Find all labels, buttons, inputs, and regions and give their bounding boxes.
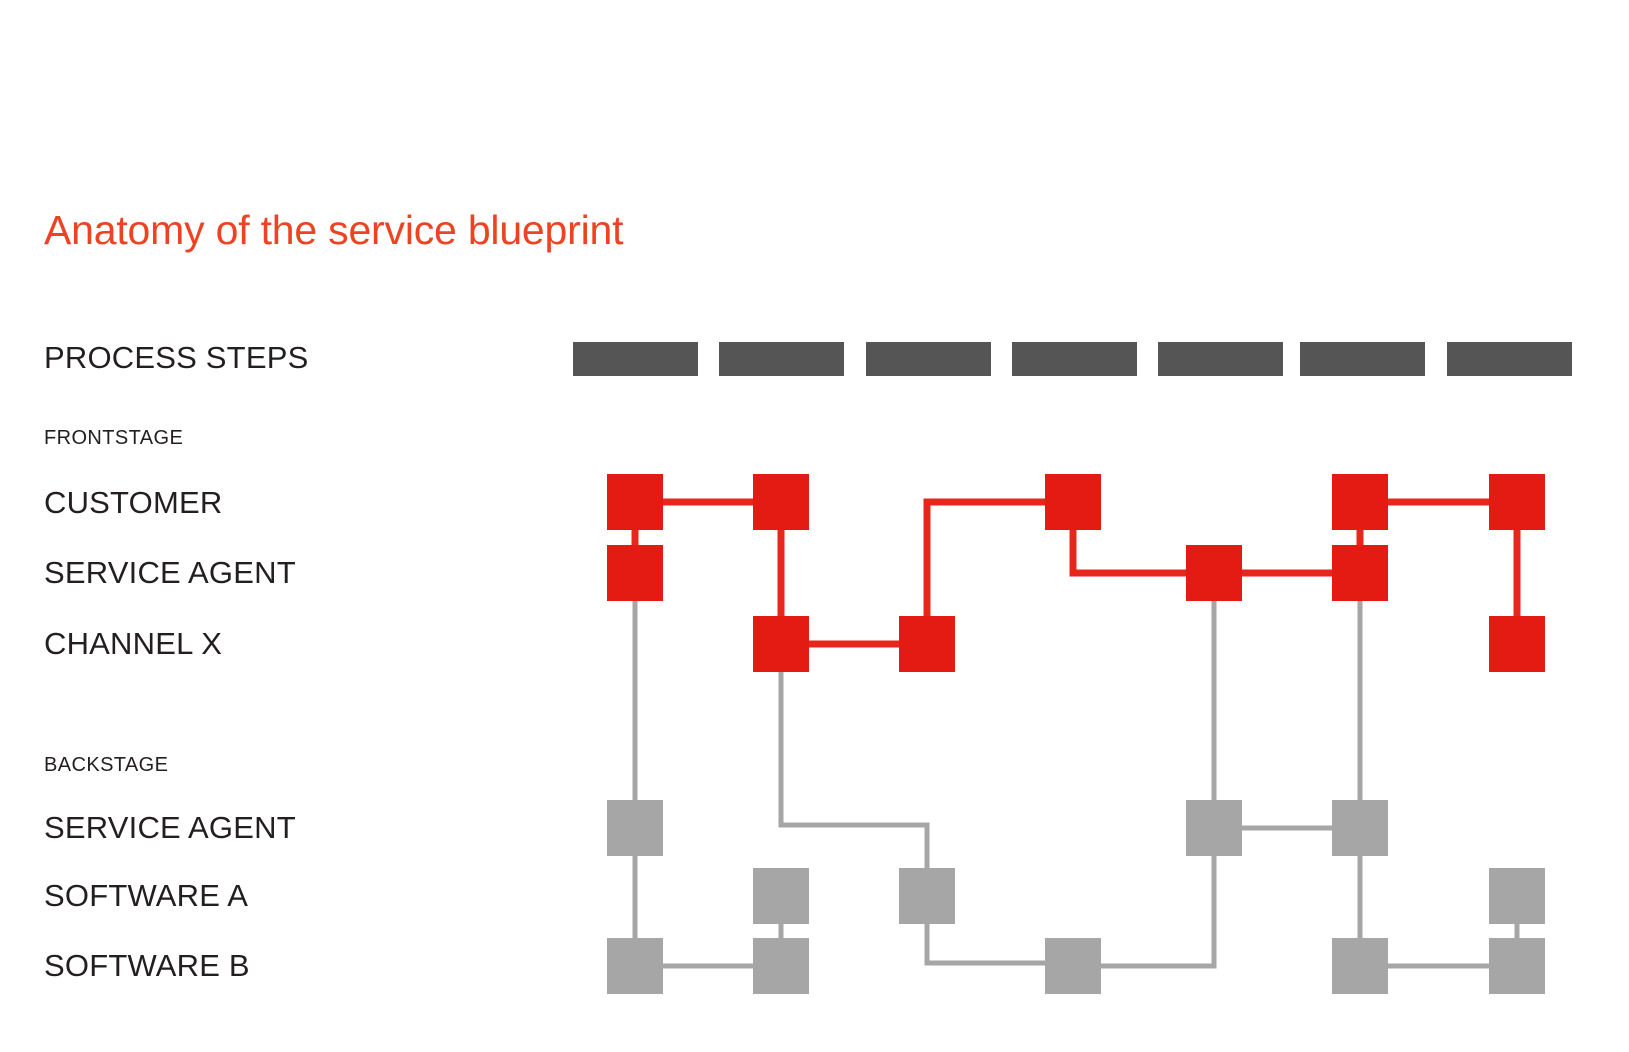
process-step-bar-6[interactable] bbox=[1300, 342, 1425, 376]
zone-label-frontstage: FRONTSTAGE bbox=[44, 427, 184, 449]
row-label-process-steps: PROCESS STEPS bbox=[44, 340, 309, 375]
process-step-bar-1[interactable] bbox=[573, 342, 698, 376]
backstage-node-b11[interactable] bbox=[1489, 938, 1545, 994]
zone-label-backstage: BACKSTAGE bbox=[44, 754, 169, 776]
backstage-node-b5[interactable] bbox=[899, 868, 955, 924]
backstage-node-b2[interactable] bbox=[607, 938, 663, 994]
backstage-node-group bbox=[607, 800, 1545, 994]
backstage-node-b1[interactable] bbox=[607, 800, 663, 856]
row-label-software-b: SOFTWARE B bbox=[44, 948, 250, 983]
frontstage-node-f2[interactable] bbox=[607, 545, 663, 601]
frontstage-node-group bbox=[607, 474, 1545, 672]
backstage-node-b6[interactable] bbox=[1045, 938, 1101, 994]
frontstage-node-f6[interactable] bbox=[1045, 474, 1101, 530]
frontstage-node-f11[interactable] bbox=[1489, 616, 1545, 672]
process-step-bar-7[interactable] bbox=[1447, 342, 1572, 376]
link-b6-b7 bbox=[1073, 828, 1217, 969]
frontstage-node-f4[interactable] bbox=[753, 616, 809, 672]
row-label-channel-x: CHANNEL X bbox=[44, 626, 223, 661]
frontstage-node-f1[interactable] bbox=[607, 474, 663, 530]
frontstage-node-f9[interactable] bbox=[1332, 545, 1388, 601]
backstage-node-b8[interactable] bbox=[1332, 800, 1388, 856]
frontstage-node-f5[interactable] bbox=[899, 616, 955, 672]
process-step-bar-group bbox=[573, 342, 1572, 376]
process-step-bar-2[interactable] bbox=[719, 342, 844, 376]
frontstage-node-f7[interactable] bbox=[1186, 545, 1242, 601]
frontstage-node-f10[interactable] bbox=[1489, 474, 1545, 530]
backstage-node-b10[interactable] bbox=[1489, 868, 1545, 924]
page-title: Anatomy of the service blueprint bbox=[44, 207, 624, 253]
frontstage-node-f8[interactable] bbox=[1332, 474, 1388, 530]
row-label-software-a: SOFTWARE A bbox=[44, 878, 249, 913]
row-label-service-agent-backstage: SERVICE AGENT bbox=[44, 810, 296, 845]
backstage-node-b3[interactable] bbox=[753, 868, 809, 924]
link-f5-f6 bbox=[923, 498, 1073, 644]
process-step-bar-4[interactable] bbox=[1012, 342, 1137, 376]
row-label-customer: CUSTOMER bbox=[44, 485, 223, 520]
backstage-node-b9[interactable] bbox=[1332, 938, 1388, 994]
process-step-bar-3[interactable] bbox=[866, 342, 991, 376]
frontstage-node-f3[interactable] bbox=[753, 474, 809, 530]
process-step-bar-5[interactable] bbox=[1158, 342, 1283, 376]
backstage-node-b4[interactable] bbox=[753, 938, 809, 994]
row-label-service-agent-frontstage: SERVICE AGENT bbox=[44, 555, 296, 590]
link-f4-b5 bbox=[778, 644, 930, 896]
backstage-node-b7[interactable] bbox=[1186, 800, 1242, 856]
